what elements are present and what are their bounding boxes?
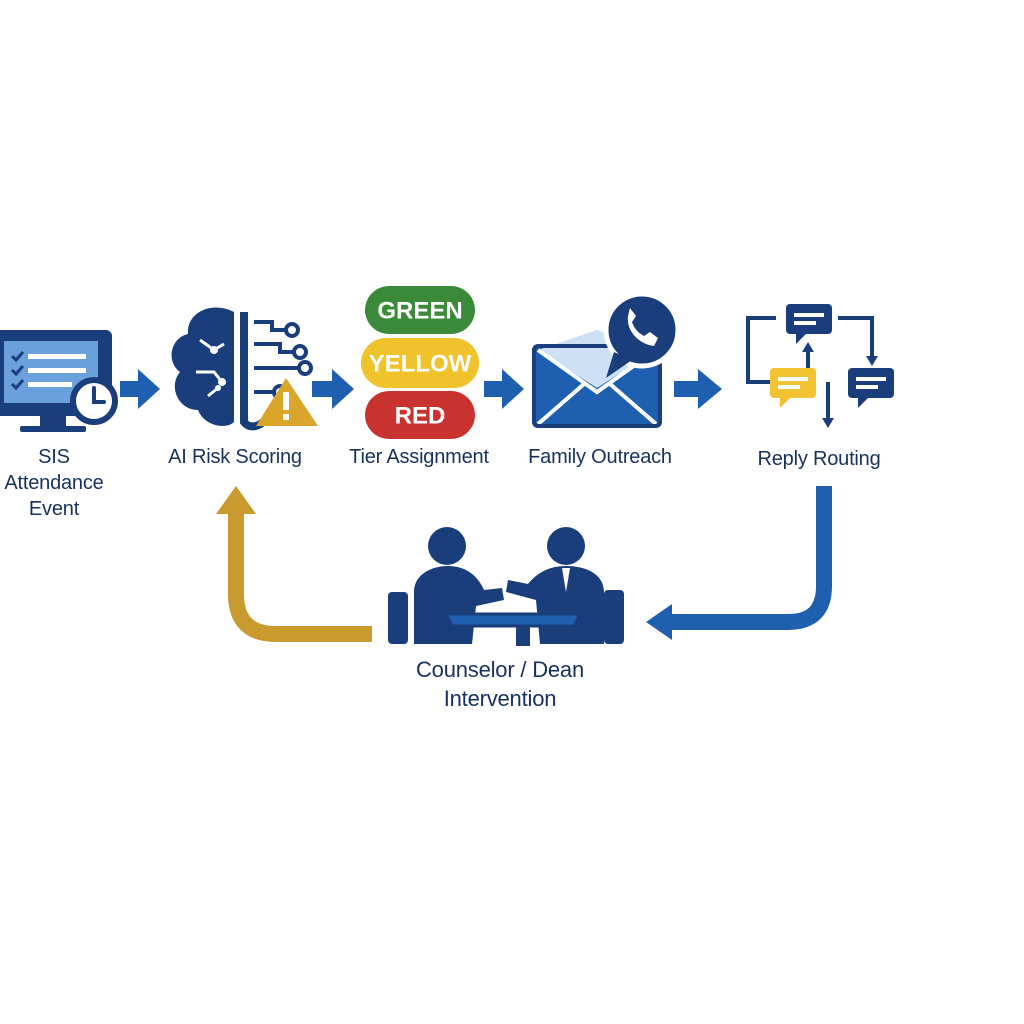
tier-pill-red: RED [365, 391, 475, 439]
checklist-icon [10, 351, 86, 391]
chat-bubble-icon-right [848, 368, 894, 408]
sis-label-line1: SIS [38, 446, 70, 468]
tier-label-red: RED [395, 403, 446, 430]
clock-icon [70, 377, 118, 425]
intervention-label-line2: Intervention [443, 685, 557, 711]
flow-arrow-1 [120, 369, 160, 409]
sis-label-line3: Event [28, 498, 80, 520]
flow-arrow-2 [312, 369, 354, 409]
chat-bubble-icon-top [786, 304, 832, 344]
tier-pill-green: GREEN [365, 286, 475, 334]
warning-icon [256, 378, 318, 426]
phone-bubble-icon [603, 291, 681, 378]
family-outreach-label: Family Outreach [528, 446, 672, 468]
return-arrow-blue [646, 486, 832, 640]
reply-routing-icon [746, 304, 894, 428]
tier-label-green: GREEN [377, 298, 462, 325]
tier-label-yellow: YELLOW [369, 351, 472, 378]
flow-arrow-4 [674, 369, 722, 409]
ai-risk-scoring-label: AI Risk Scoring [168, 446, 302, 468]
chat-bubble-icon-yellow [770, 368, 816, 408]
reply-routing-label: Reply Routing [757, 448, 881, 470]
feedback-arrow-gold [216, 486, 372, 642]
flow-arrow-3 [484, 369, 524, 409]
tier-pill-yellow: YELLOW [361, 338, 479, 388]
intervention-label-line1: Counselor / Dean [415, 657, 584, 682]
sis-label-line2: Attendance [4, 472, 104, 494]
intervention-label: Counselor / Dean Intervention [380, 656, 620, 713]
meeting-icon [388, 527, 624, 646]
tier-assignment-label: Tier Assignment [349, 446, 489, 468]
sis-label: SIS Attendance Event [0, 444, 114, 522]
